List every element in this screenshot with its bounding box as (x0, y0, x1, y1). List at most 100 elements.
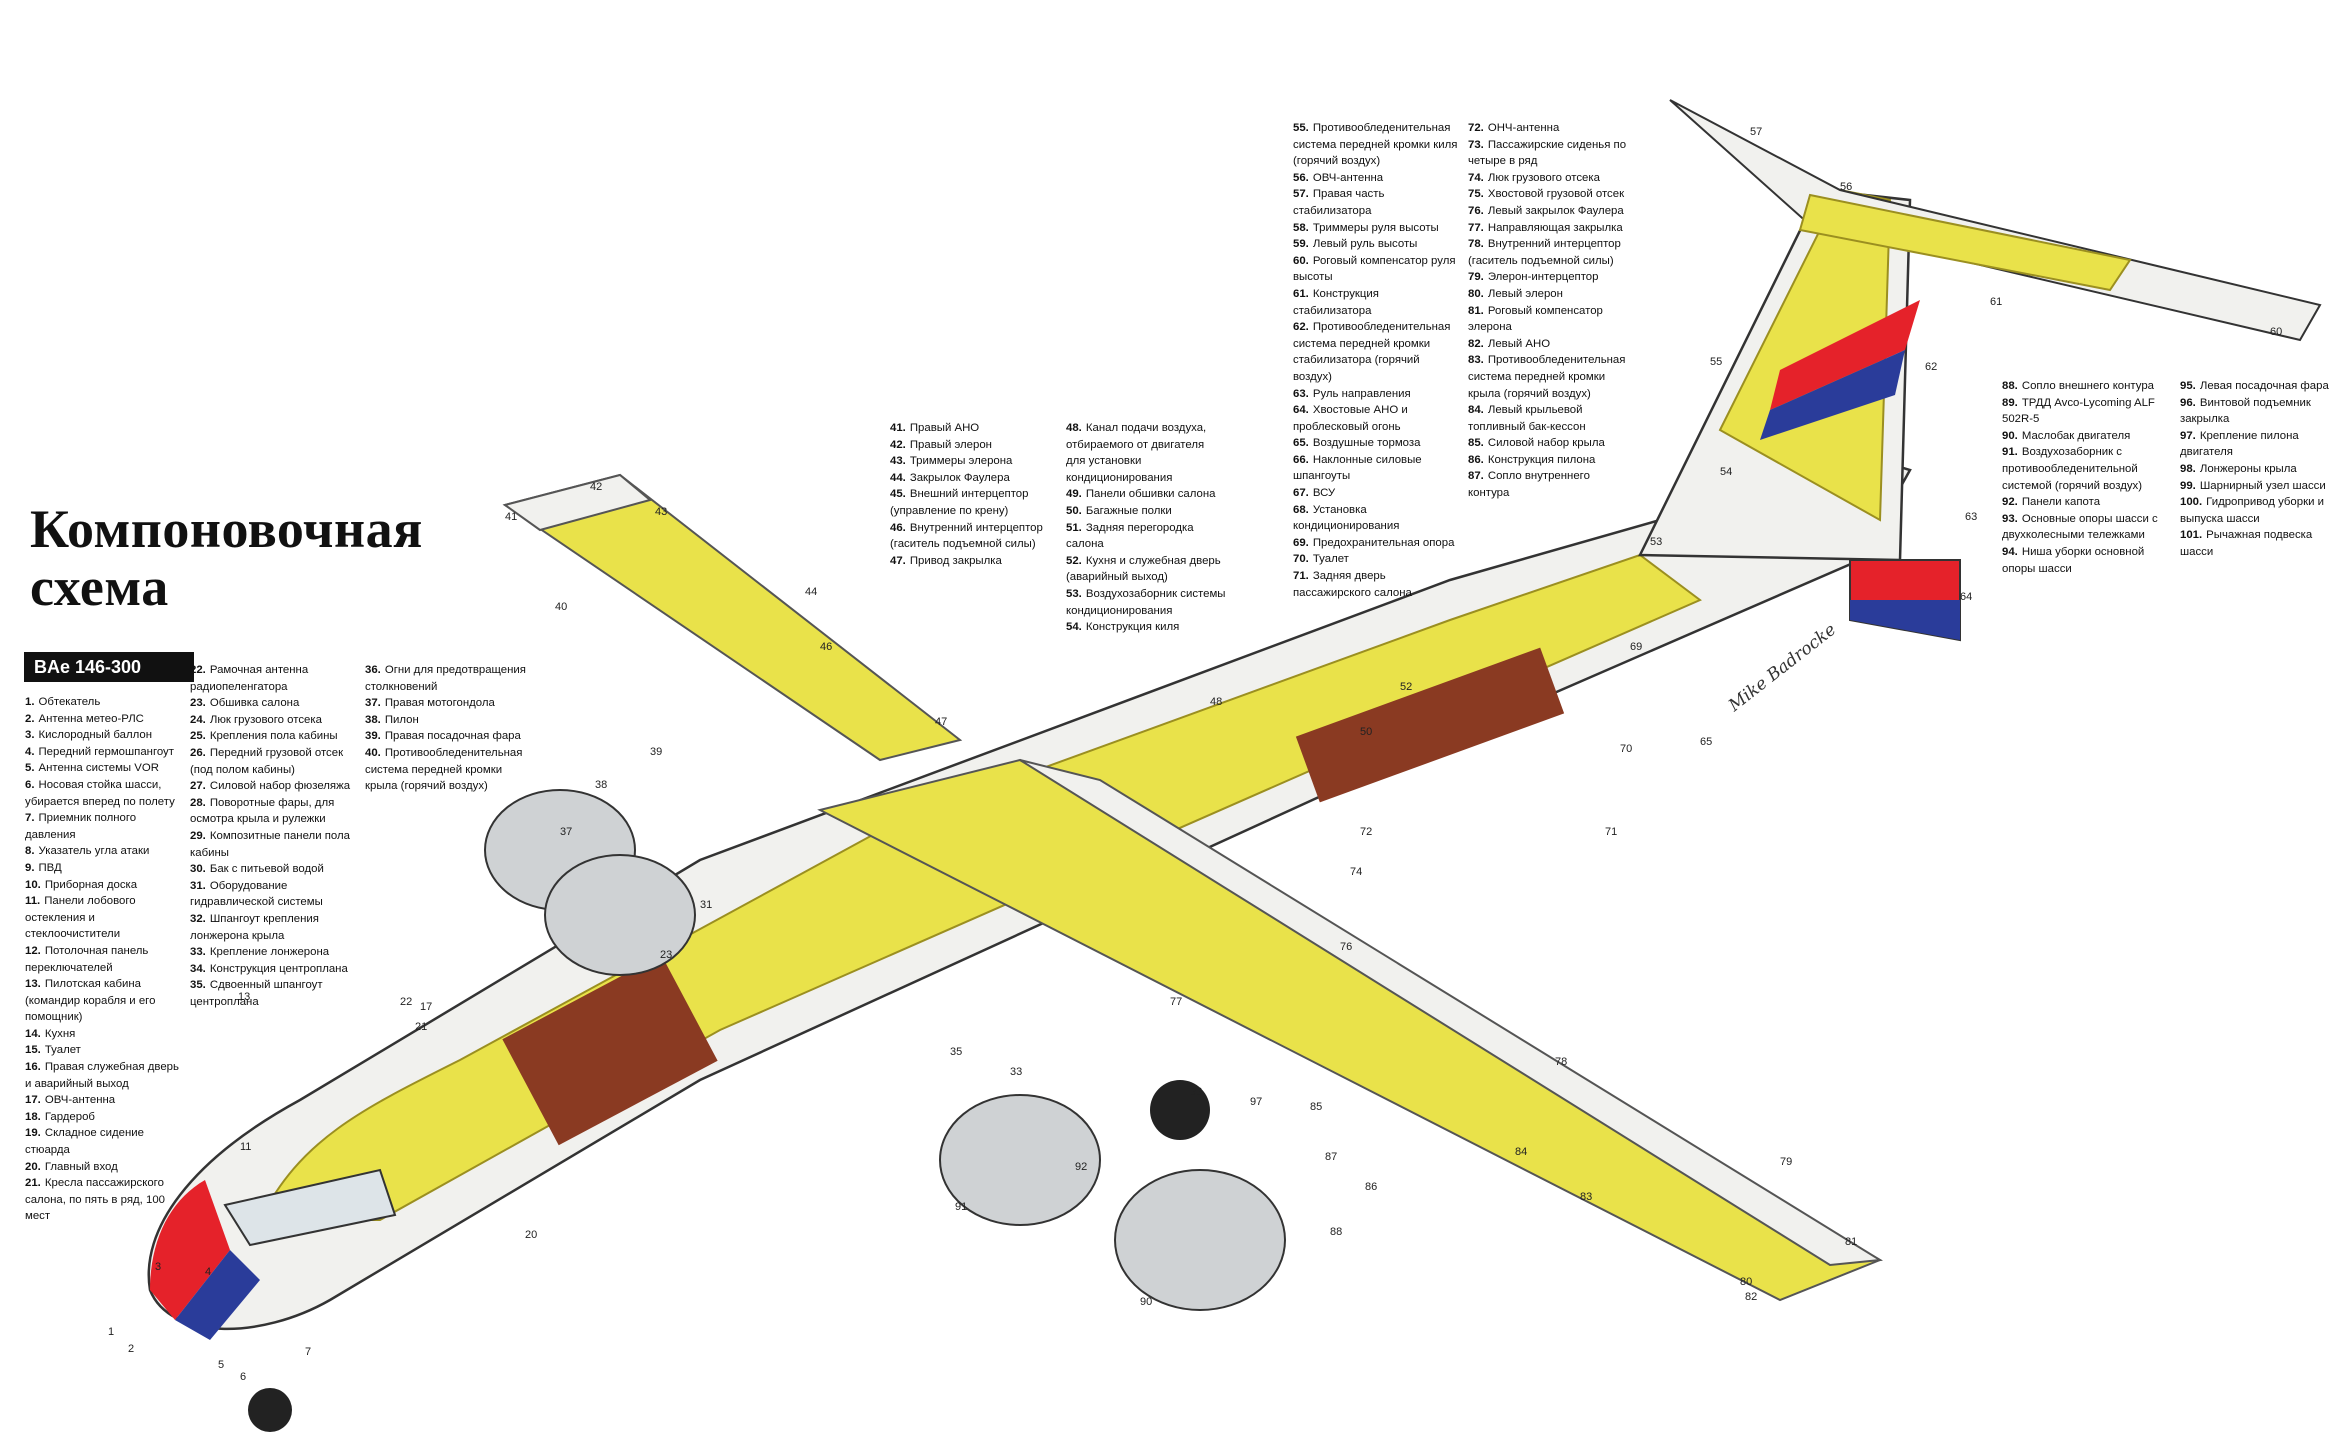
legend-item: 92.Панели капота (2002, 496, 2101, 509)
legend-item-number: 78. (1468, 238, 1484, 251)
tail-cone-blue (1850, 600, 1960, 640)
legend-item-number: 76. (1468, 204, 1484, 217)
legend-item: 45.Внешний интерцептор (управление по кр… (890, 488, 1029, 517)
legend-item: 12.Потолочная панель переключателей (25, 944, 149, 974)
callout-number: 33 (1010, 1066, 1022, 1078)
callout-number: 13 (238, 991, 250, 1003)
callout-number: 6 (240, 1371, 246, 1383)
callout-number: 4 (205, 1266, 211, 1278)
legend-item: 76.Левый закрылок Фаулера (1468, 204, 1624, 217)
legend-item: 98.Лонжероны крыла (2180, 462, 2297, 475)
legend-item-number: 15. (25, 1044, 41, 1057)
legend-item: 80.Левый элерон (1468, 287, 1563, 300)
legend-item-number: 29. (190, 829, 206, 842)
legend-item: 25.Крепления пола кабины (190, 730, 338, 743)
legend-item: 46.Внутренний интерцептор (гаситель подъ… (890, 521, 1043, 551)
legend-item-number: 51. (1066, 521, 1082, 534)
legend-item: 48.Канал подачи воздуха, отбираемого от … (1066, 422, 1207, 484)
left-wing (817, 758, 1883, 1302)
callout-number: 90 (1140, 1296, 1152, 1308)
callout-number: 77 (1170, 996, 1182, 1008)
legend-item: 69.Предохранительная опора (1293, 536, 1455, 549)
legend-item-number: 42. (890, 438, 906, 451)
nose-livery-blue (175, 1250, 260, 1340)
callout-number: 11 (240, 1141, 251, 1153)
left-wing-leading-edge (1019, 759, 1884, 1267)
legend-item-number: 81. (1468, 304, 1484, 317)
legend-item: 51.Задняя перегородка салона (1066, 521, 1194, 551)
legend-item: 62.Противообледенительная система передн… (1293, 321, 1451, 383)
legend-item-number: 53. (1066, 587, 1082, 600)
legend-item-number: 77. (1468, 221, 1484, 234)
legend-item-number: 57. (1293, 188, 1309, 201)
legend-item: 22.Рамочная антенна радиопеленгатора (190, 664, 309, 693)
legend-item: 32.Шпангоут крепления лонжерона крыла (190, 912, 319, 942)
callout-number: 83 (1580, 1191, 1592, 1203)
legend-item-number: 37. (365, 697, 381, 710)
legend-item-number: 65. (1293, 437, 1309, 450)
legend-item: 36.Огни для предотвращения столкновений (365, 664, 526, 693)
engine-left-outer (1114, 1169, 1286, 1311)
callout-number: 1 (108, 1326, 114, 1338)
legend-item-number: 74. (1468, 171, 1484, 184)
legend-item-number: 10. (25, 878, 41, 891)
main-gear-wheel (1150, 1080, 1210, 1140)
callout-number: 61 (1990, 296, 2002, 308)
legend-item: 6.Носовая стойка шасси, убирается вперед… (25, 778, 175, 808)
callout-number: 2 (128, 1343, 134, 1355)
legend-item-number: 63. (1293, 387, 1309, 400)
legend-item: 29.Композитные панели пола кабины (190, 829, 350, 859)
legend-item-number: 58. (1293, 221, 1309, 234)
legend-item: 70.Туалет (1293, 553, 1349, 566)
callout-number: 22 (400, 996, 412, 1008)
callout-number: 57 (1750, 126, 1762, 138)
legend-item: 61.Конструкция стабилизатора (1293, 287, 1379, 317)
legend-item: 79.Элерон-интерцептор (1468, 271, 1599, 284)
legend-item: 57.Правая часть стабилизатора (1293, 188, 1385, 217)
legend-item-number: 94. (2002, 545, 2018, 558)
legend-item-number: 90. (2002, 429, 2018, 442)
legend-item-number: 25. (190, 730, 206, 743)
callout-number: 23 (660, 949, 672, 961)
legend-item-number: 69. (1293, 536, 1309, 549)
callout-number: 62 (1925, 361, 1937, 373)
legend-item-number: 47. (890, 554, 906, 567)
cabin-seats-rear (1295, 647, 1565, 803)
legend-item: 18.Гардероб (25, 1110, 95, 1123)
callout-number: 63 (1965, 511, 1977, 523)
legend-item: 101.Рычажная подвеска шасси (2180, 529, 2313, 558)
legend-item-number: 62. (1293, 321, 1309, 334)
legend-item: 7.Приемник полного давления (25, 812, 137, 841)
legend-item: 82.Левый АНО (1468, 337, 1551, 350)
legend-item-number: 101. (2180, 529, 2203, 542)
legend-item: 65.Воздушные тормоза (1293, 437, 1421, 450)
legend-item: 9.ПВД (25, 861, 62, 874)
callout-number: 31 (700, 899, 712, 911)
legend-item: 5.Антенна системы VOR (25, 762, 159, 775)
legend-item-number: 55. (1293, 122, 1309, 134)
legend-item: 60.Роговый компенсатор руля высоты (1293, 254, 1456, 284)
legend-item: 14.Кухня (25, 1027, 76, 1040)
legend-item: 15.Туалет (25, 1044, 81, 1057)
legend-item: 89.ТРДД Avco-Lycoming ALF 502R-5 (2002, 396, 2155, 426)
legend-item-number: 72. (1468, 122, 1484, 134)
legend-item: 3.Кислородный баллон (25, 729, 153, 742)
legend-item: 44.Закрылок Фаулера (890, 471, 1010, 484)
legend-item: 27.Силовой набор фюзеляжа (190, 780, 351, 793)
legend-item-number: 49. (1066, 488, 1082, 501)
legend-item-number: 70. (1293, 553, 1309, 566)
legend-item: 84.Левый крыльевой топливный бак-кессон (1468, 404, 1586, 433)
tail-livery-blue (1760, 350, 1905, 440)
legend-item-number: 9. (25, 861, 35, 874)
legend-item-number: 28. (190, 796, 206, 809)
legend-item-number: 83. (1468, 354, 1484, 367)
legend-item-number: 92. (2002, 496, 2018, 509)
right-wing-leading-edge (502, 473, 653, 532)
callout-number: 56 (1840, 181, 1852, 193)
engine-right-outer (544, 854, 696, 976)
legend-item-number: 4. (25, 745, 35, 758)
legend-item-number: 80. (1468, 287, 1484, 300)
legend-item-number: 11. (25, 895, 41, 908)
